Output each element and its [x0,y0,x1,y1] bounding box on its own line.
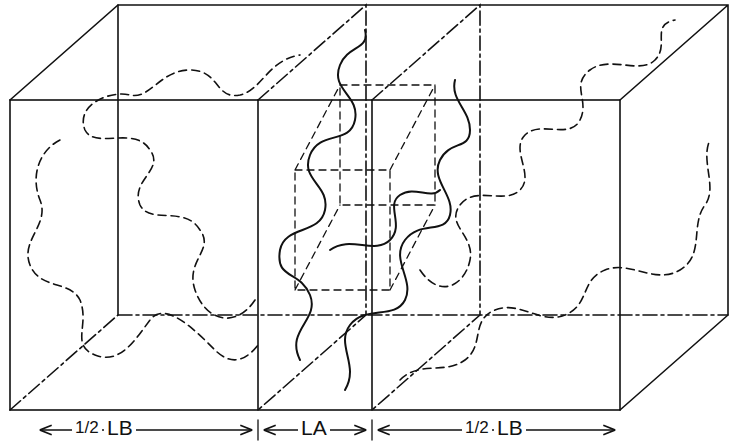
polymer-chain-a [330,190,440,250]
fraction: 1/2 [462,416,492,440]
polymer-chain-a [279,30,365,360]
inner-cube [295,85,435,290]
dimension-label: LA [298,416,330,440]
dimension-label: LB [494,416,526,440]
back-edge [117,5,119,315]
hidden-edges [10,315,728,410]
polymer-chain-b [420,20,675,287]
fraction: 1/2 [72,416,102,440]
polymer-chain-b [28,140,258,360]
divider-planes [258,5,480,410]
polymer-chain-b [83,55,300,318]
polymer-chain-a [345,80,470,390]
dimension-label: LB [104,416,136,440]
polymer-chain-b [400,140,710,380]
outer-edges [10,5,728,410]
